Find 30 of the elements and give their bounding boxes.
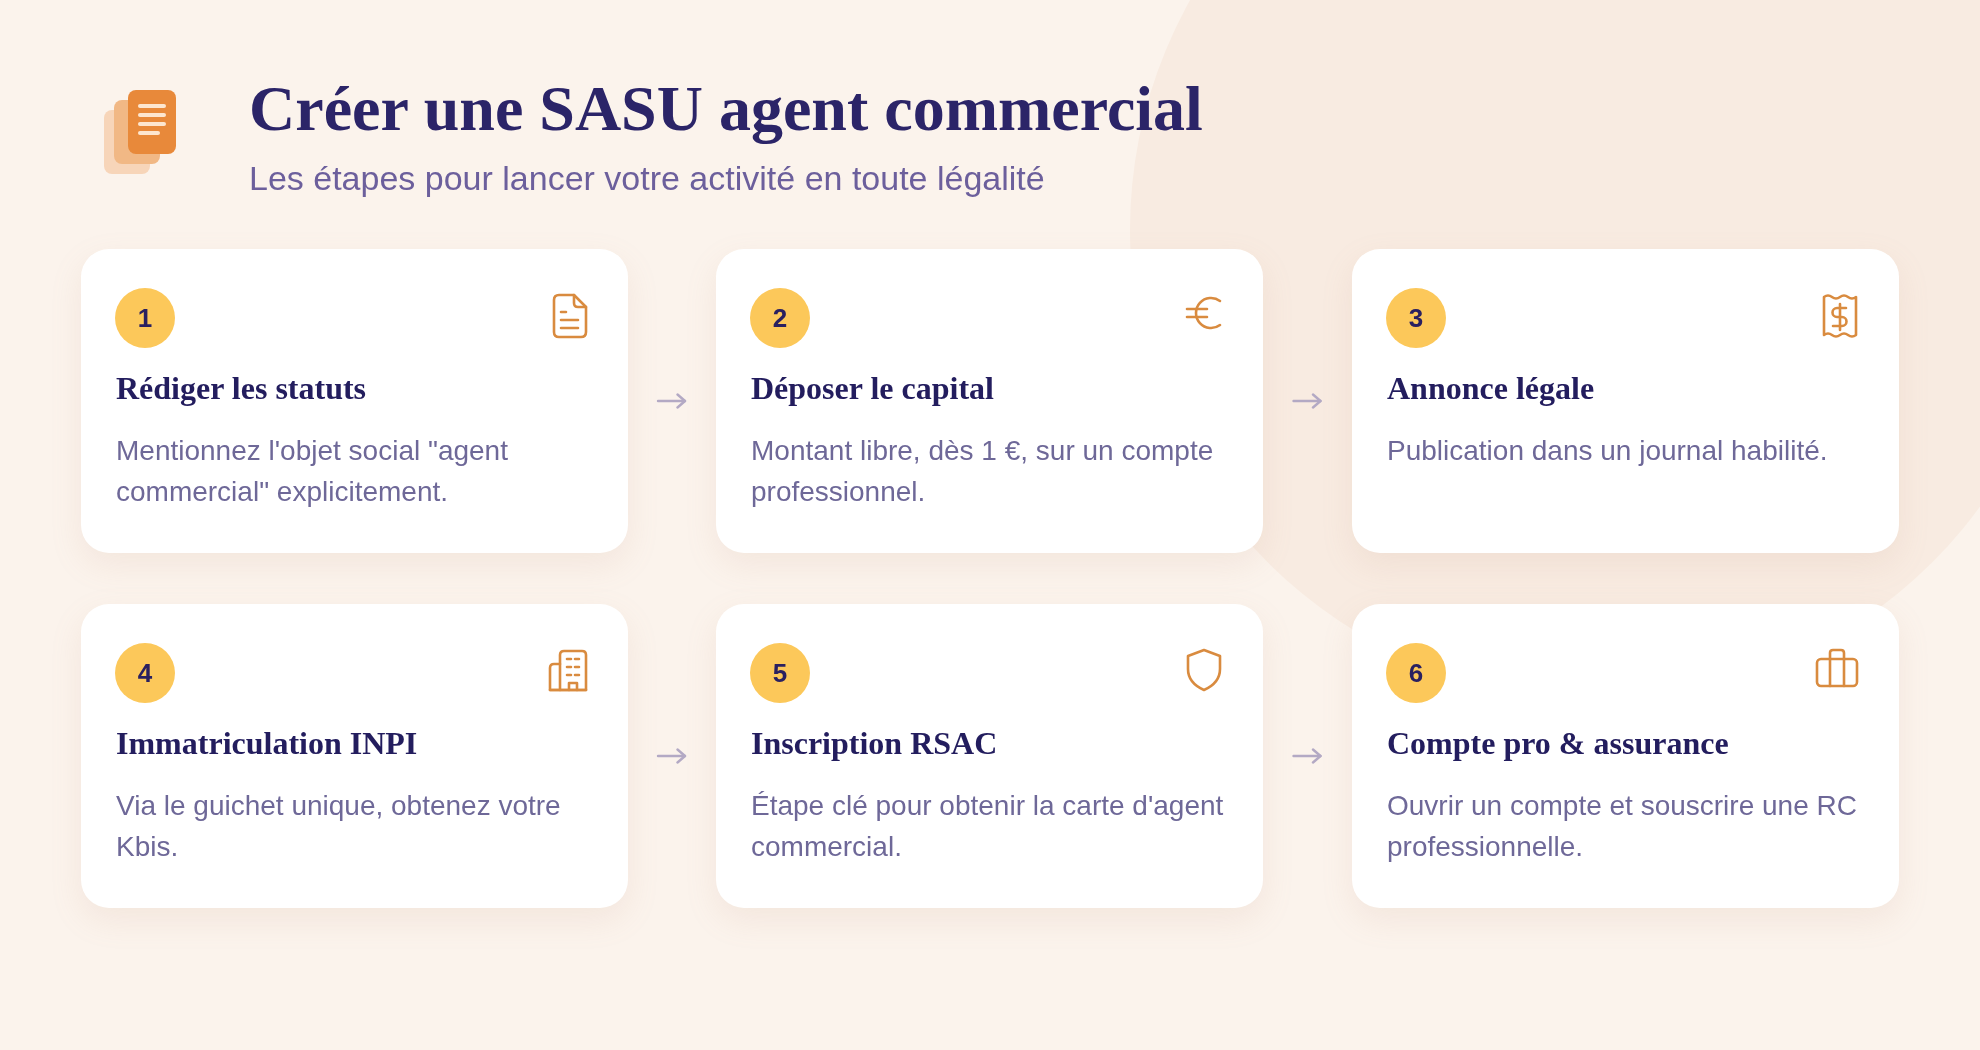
arrow: [656, 393, 687, 409]
step-number-badge: 1: [115, 288, 175, 348]
step-number-badge: 5: [750, 643, 810, 703]
step-title: Déposer le capital: [751, 369, 994, 407]
step-title: Inscription RSAC: [751, 724, 998, 762]
step-title: Annonce légale: [1387, 369, 1595, 407]
arrow: [1292, 748, 1322, 764]
step-card: [716, 604, 1263, 908]
step-card: [1352, 249, 1899, 553]
step-card: [1352, 604, 1899, 908]
arrow: [656, 748, 687, 764]
step-description: Ouvrir un compte et souscrire une RC professionnelle.: [1387, 789, 1858, 864]
step-description: Publication dans un journal habilité.: [1387, 434, 1829, 468]
step-title: Rédiger les statuts: [116, 369, 367, 407]
step-description: Via le guichet unique, obtenez votre Kbis.: [116, 789, 562, 864]
step-number-badge: 4: [115, 643, 175, 703]
title: Créer une SASU agent commercial: [249, 73, 1203, 145]
subtitle: Les étapes pour lancer votre activité en toute légalité: [249, 158, 1045, 198]
arrow: [1292, 393, 1322, 409]
step-number-badge: 2: [750, 288, 810, 348]
step-card: [716, 249, 1263, 553]
step-description: Étape clé pour obtenir la carte d'agent commercial.: [751, 789, 1225, 864]
step-title: Compte pro & assurance: [1387, 724, 1729, 762]
step-card: [81, 604, 628, 908]
step-card: [81, 249, 628, 553]
step-description: Montant libre, dès 1 €, sur un compte professionnel.: [751, 434, 1215, 509]
step-title: Immatriculation INPI: [116, 724, 418, 762]
step-number-badge: 3: [1386, 288, 1446, 348]
step-number-badge: 6: [1386, 643, 1446, 703]
step-description: Mentionnez l'objet social "agent commercial" explicitement.: [116, 434, 509, 509]
